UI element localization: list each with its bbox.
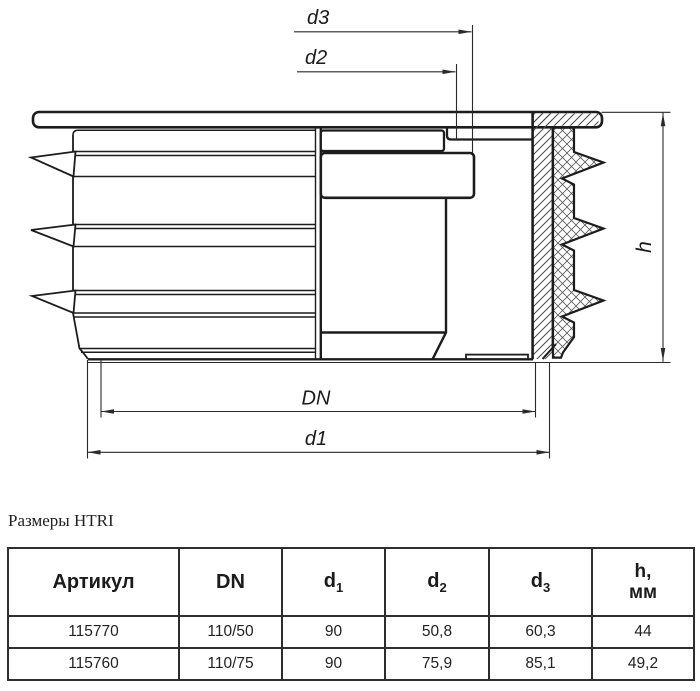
dimensions-table: Артикул DN d1 d2 d3 h,мм 115770 110/50 9… — [7, 547, 695, 681]
cell-d2: 75,9 — [384, 647, 490, 681]
dimension-d2: d2 — [297, 47, 458, 139]
d1-header-base: d — [323, 569, 336, 592]
cell-article: 115760 — [7, 647, 180, 681]
d3-label: d3 — [307, 7, 329, 29]
socket-step-small — [319, 129, 446, 153]
d1-arrow-left — [87, 450, 101, 455]
d2-header-sub: 2 — [439, 579, 447, 595]
socket-step-large — [319, 151, 476, 200]
dn-arrow-right — [522, 409, 536, 414]
h-header-line2: мм — [628, 582, 658, 603]
cell-h: 44 — [591, 615, 695, 649]
dn-extension-lines — [100, 360, 537, 418]
dn-arrow-left — [101, 409, 114, 414]
d2-label: d2 — [305, 47, 327, 69]
left-ribbed-body — [27, 129, 316, 360]
cell-d1: 90 — [281, 615, 386, 649]
flange — [31, 110, 604, 129]
cell-article: 115770 — [7, 615, 180, 649]
d1-arrow-right — [536, 450, 550, 455]
body-top-edge — [72, 129, 316, 136]
socket-barrel — [320, 197, 448, 360]
dimensions: d3 d2 DN d1 — [86, 7, 671, 459]
table-title: Размеры HTRI — [8, 511, 114, 530]
col-header-dn: DN — [178, 547, 283, 617]
cell-d3: 60,3 — [488, 615, 593, 649]
dimension-h: h — [87, 111, 671, 364]
h-label: h — [633, 241, 656, 253]
rib-lines-2 — [50, 223, 316, 248]
table-row: 115760 110/75 90 75,9 85,1 49,2 — [7, 647, 695, 681]
cell-d2: 50,8 — [384, 615, 490, 649]
d2-arrow — [442, 69, 456, 75]
seal-fin-left-3 — [28, 289, 77, 315]
cell-h: 49,2 — [591, 647, 695, 681]
col-header-d3: d3 — [488, 547, 593, 617]
h-arrow-up — [660, 113, 666, 127]
col-header-article: Артикул — [7, 547, 180, 617]
cell-d3: 85,1 — [488, 647, 593, 681]
sectioned-wall — [531, 112, 607, 360]
socket-section — [314, 127, 533, 361]
dimension-dn: DN — [100, 360, 537, 418]
seal-fin-left-1 — [27, 150, 77, 178]
dimension-d1: d1 — [86, 360, 551, 459]
cell-d1: 90 — [281, 647, 386, 681]
bottom-taper-edge — [72, 312, 89, 360]
col-header-d1: d1 — [281, 547, 386, 617]
d1-header-sub: 1 — [335, 579, 344, 595]
finned-liner-section — [551, 126, 607, 359]
wall-bottom-chamfer — [541, 343, 557, 360]
rib-lines-3 — [50, 289, 316, 314]
cell-dn: 110/75 — [178, 647, 283, 681]
table-header-row: Артикул DN d1 d2 d3 h,мм — [7, 547, 695, 617]
cell-dn: 110/50 — [178, 615, 283, 649]
technical-drawing: d3 d2 DN d1 — [27, 7, 671, 459]
d1-extension-lines — [86, 360, 551, 459]
d3-header-base: d — [530, 569, 543, 592]
h-arrow-down — [660, 348, 666, 361]
dimension-d3: d3 — [294, 7, 474, 153]
col-header-h: h,мм — [591, 547, 695, 617]
d3-header-sub: 3 — [542, 579, 551, 595]
table-row: 115770 110/50 90 50,8 60,3 44 — [7, 615, 695, 649]
flange-outline — [31, 110, 604, 129]
h-header-line1: h, — [634, 561, 652, 582]
rib-lines-1 — [50, 150, 316, 178]
dn-label: DN — [302, 388, 331, 410]
cavity-lip — [445, 127, 533, 141]
d2-header-base: d — [427, 569, 440, 592]
d1-label: d1 — [305, 428, 327, 450]
col-header-d2: d2 — [384, 547, 490, 617]
seal-fin-left-2 — [30, 223, 77, 248]
lower-rim-lines — [74, 316, 316, 354]
d3-arrow — [458, 29, 472, 35]
outer-wall-hatch — [533, 113, 553, 359]
